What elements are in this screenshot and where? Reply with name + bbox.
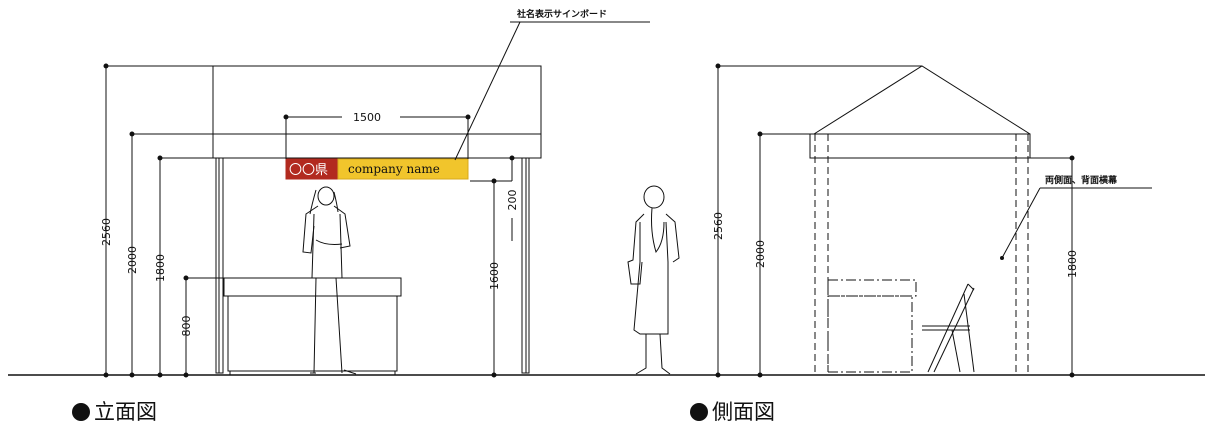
front-tent [212, 65, 542, 374]
dim-front-800: 800 [180, 316, 193, 337]
signboard [285, 158, 469, 180]
bullet-icon [690, 403, 708, 421]
dim-front-2000: 2000 [126, 246, 139, 274]
side-dimensions [715, 63, 1152, 378]
side-tent [809, 65, 1031, 373]
dim-front-2560: 2560 [100, 218, 113, 246]
counter-body [227, 295, 398, 372]
front-elevation-caption: 立面図 [72, 396, 157, 426]
dim-side-2560: 2560 [712, 212, 725, 240]
counter-top [223, 277, 402, 297]
signboard-callout-label: 社名表示サインボード [516, 8, 607, 20]
front-counter [223, 277, 402, 375]
dim-width-1500: 1500 [353, 111, 381, 124]
side-counter-body [827, 295, 913, 373]
side-roof-eave [809, 133, 1031, 159]
front-dimensions [103, 21, 650, 378]
dim-side-2000: 2000 [754, 240, 767, 268]
side-caption-text: 側面図 [712, 400, 775, 424]
side-callout-label: 両側面、背面横幕 [1045, 174, 1118, 186]
side-elevation-caption: 側面図 [690, 396, 775, 426]
signboard-yellow-panel [337, 158, 469, 180]
front-roof [212, 65, 542, 159]
front-caption-text: 立面図 [94, 400, 157, 424]
standing-person-figure [627, 185, 680, 375]
front-person-figure [302, 186, 357, 375]
signboard-prefix: 〇〇県 [289, 163, 328, 178]
bullet-icon [72, 403, 90, 421]
dim-front-1600: 1600 [488, 262, 501, 290]
dim-front-1800: 1800 [154, 254, 167, 282]
dim-front-200: 200 [506, 190, 519, 211]
side-counter-top [827, 279, 917, 297]
side-roof-gable [813, 65, 1031, 135]
folding-chair [922, 283, 975, 373]
dim-side-1800: 1800 [1066, 250, 1079, 278]
signboard-company: company name [348, 162, 440, 176]
